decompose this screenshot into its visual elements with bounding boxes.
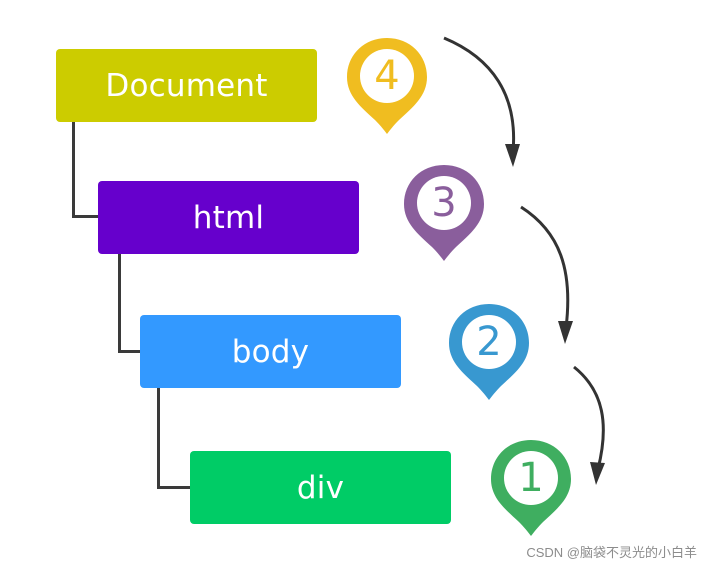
map-pin-shape-2: [449, 304, 529, 400]
map-pin-shape-3: [404, 165, 484, 261]
pin-number-4: 4: [374, 53, 400, 99]
connector-body-vertical: [157, 388, 160, 489]
arrow-head-1: [505, 144, 520, 167]
pin-number-3: 3: [431, 180, 457, 226]
node-body-label: body: [231, 333, 310, 370]
node-document-label: Document: [105, 67, 268, 104]
connector-doc-horizontal: [72, 215, 100, 218]
map-pin-icon-2: 2: [447, 302, 531, 402]
pin-number-1: 1: [518, 455, 544, 501]
map-pin-icon-3: 3: [402, 163, 486, 263]
map-pin-icon-1: 1: [489, 438, 573, 538]
map-pin-icon-4: 4: [345, 36, 429, 136]
node-document: Document: [56, 49, 317, 122]
node-html-label: html: [192, 199, 265, 236]
map-pin-shape-4: [347, 38, 427, 134]
map-pin-shape-1: [491, 440, 571, 536]
connector-html-vertical: [118, 254, 121, 353]
connector-html-horizontal: [118, 350, 142, 353]
connector-body-horizontal: [157, 486, 192, 489]
watermark-text: CSDN @脑袋不灵光的小白羊: [526, 545, 697, 560]
arrow-head-2: [558, 321, 573, 344]
node-body: body: [140, 315, 401, 388]
arrow-curve-3: [573, 365, 605, 470]
arrow-head-3: [590, 462, 605, 485]
node-html: html: [98, 181, 359, 254]
arrow-curve-1: [443, 36, 516, 153]
pin-number-2: 2: [476, 319, 502, 365]
connector-doc-vertical: [72, 122, 75, 218]
node-div-label: div: [296, 469, 345, 506]
node-div: div: [190, 451, 451, 524]
